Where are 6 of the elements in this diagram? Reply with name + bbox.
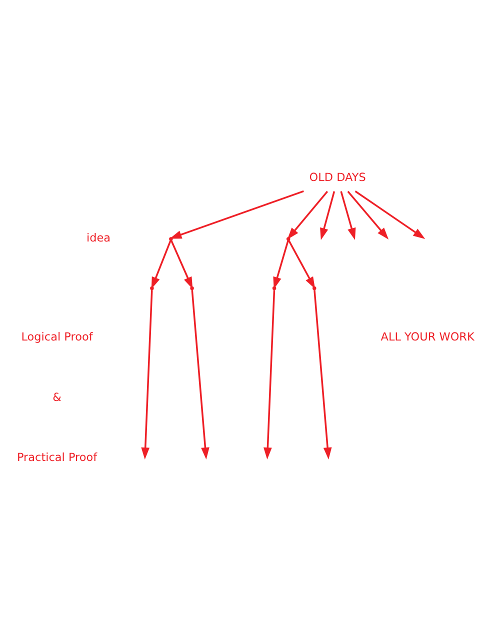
node-text: OLD DAYS <box>309 170 366 184</box>
label: ALL YOUR WORK <box>380 330 474 343</box>
label: idea <box>86 231 111 244</box>
label: Logical Proof <box>21 330 93 343</box>
label: & <box>52 390 62 404</box>
label: Practical Proof <box>16 450 98 464</box>
